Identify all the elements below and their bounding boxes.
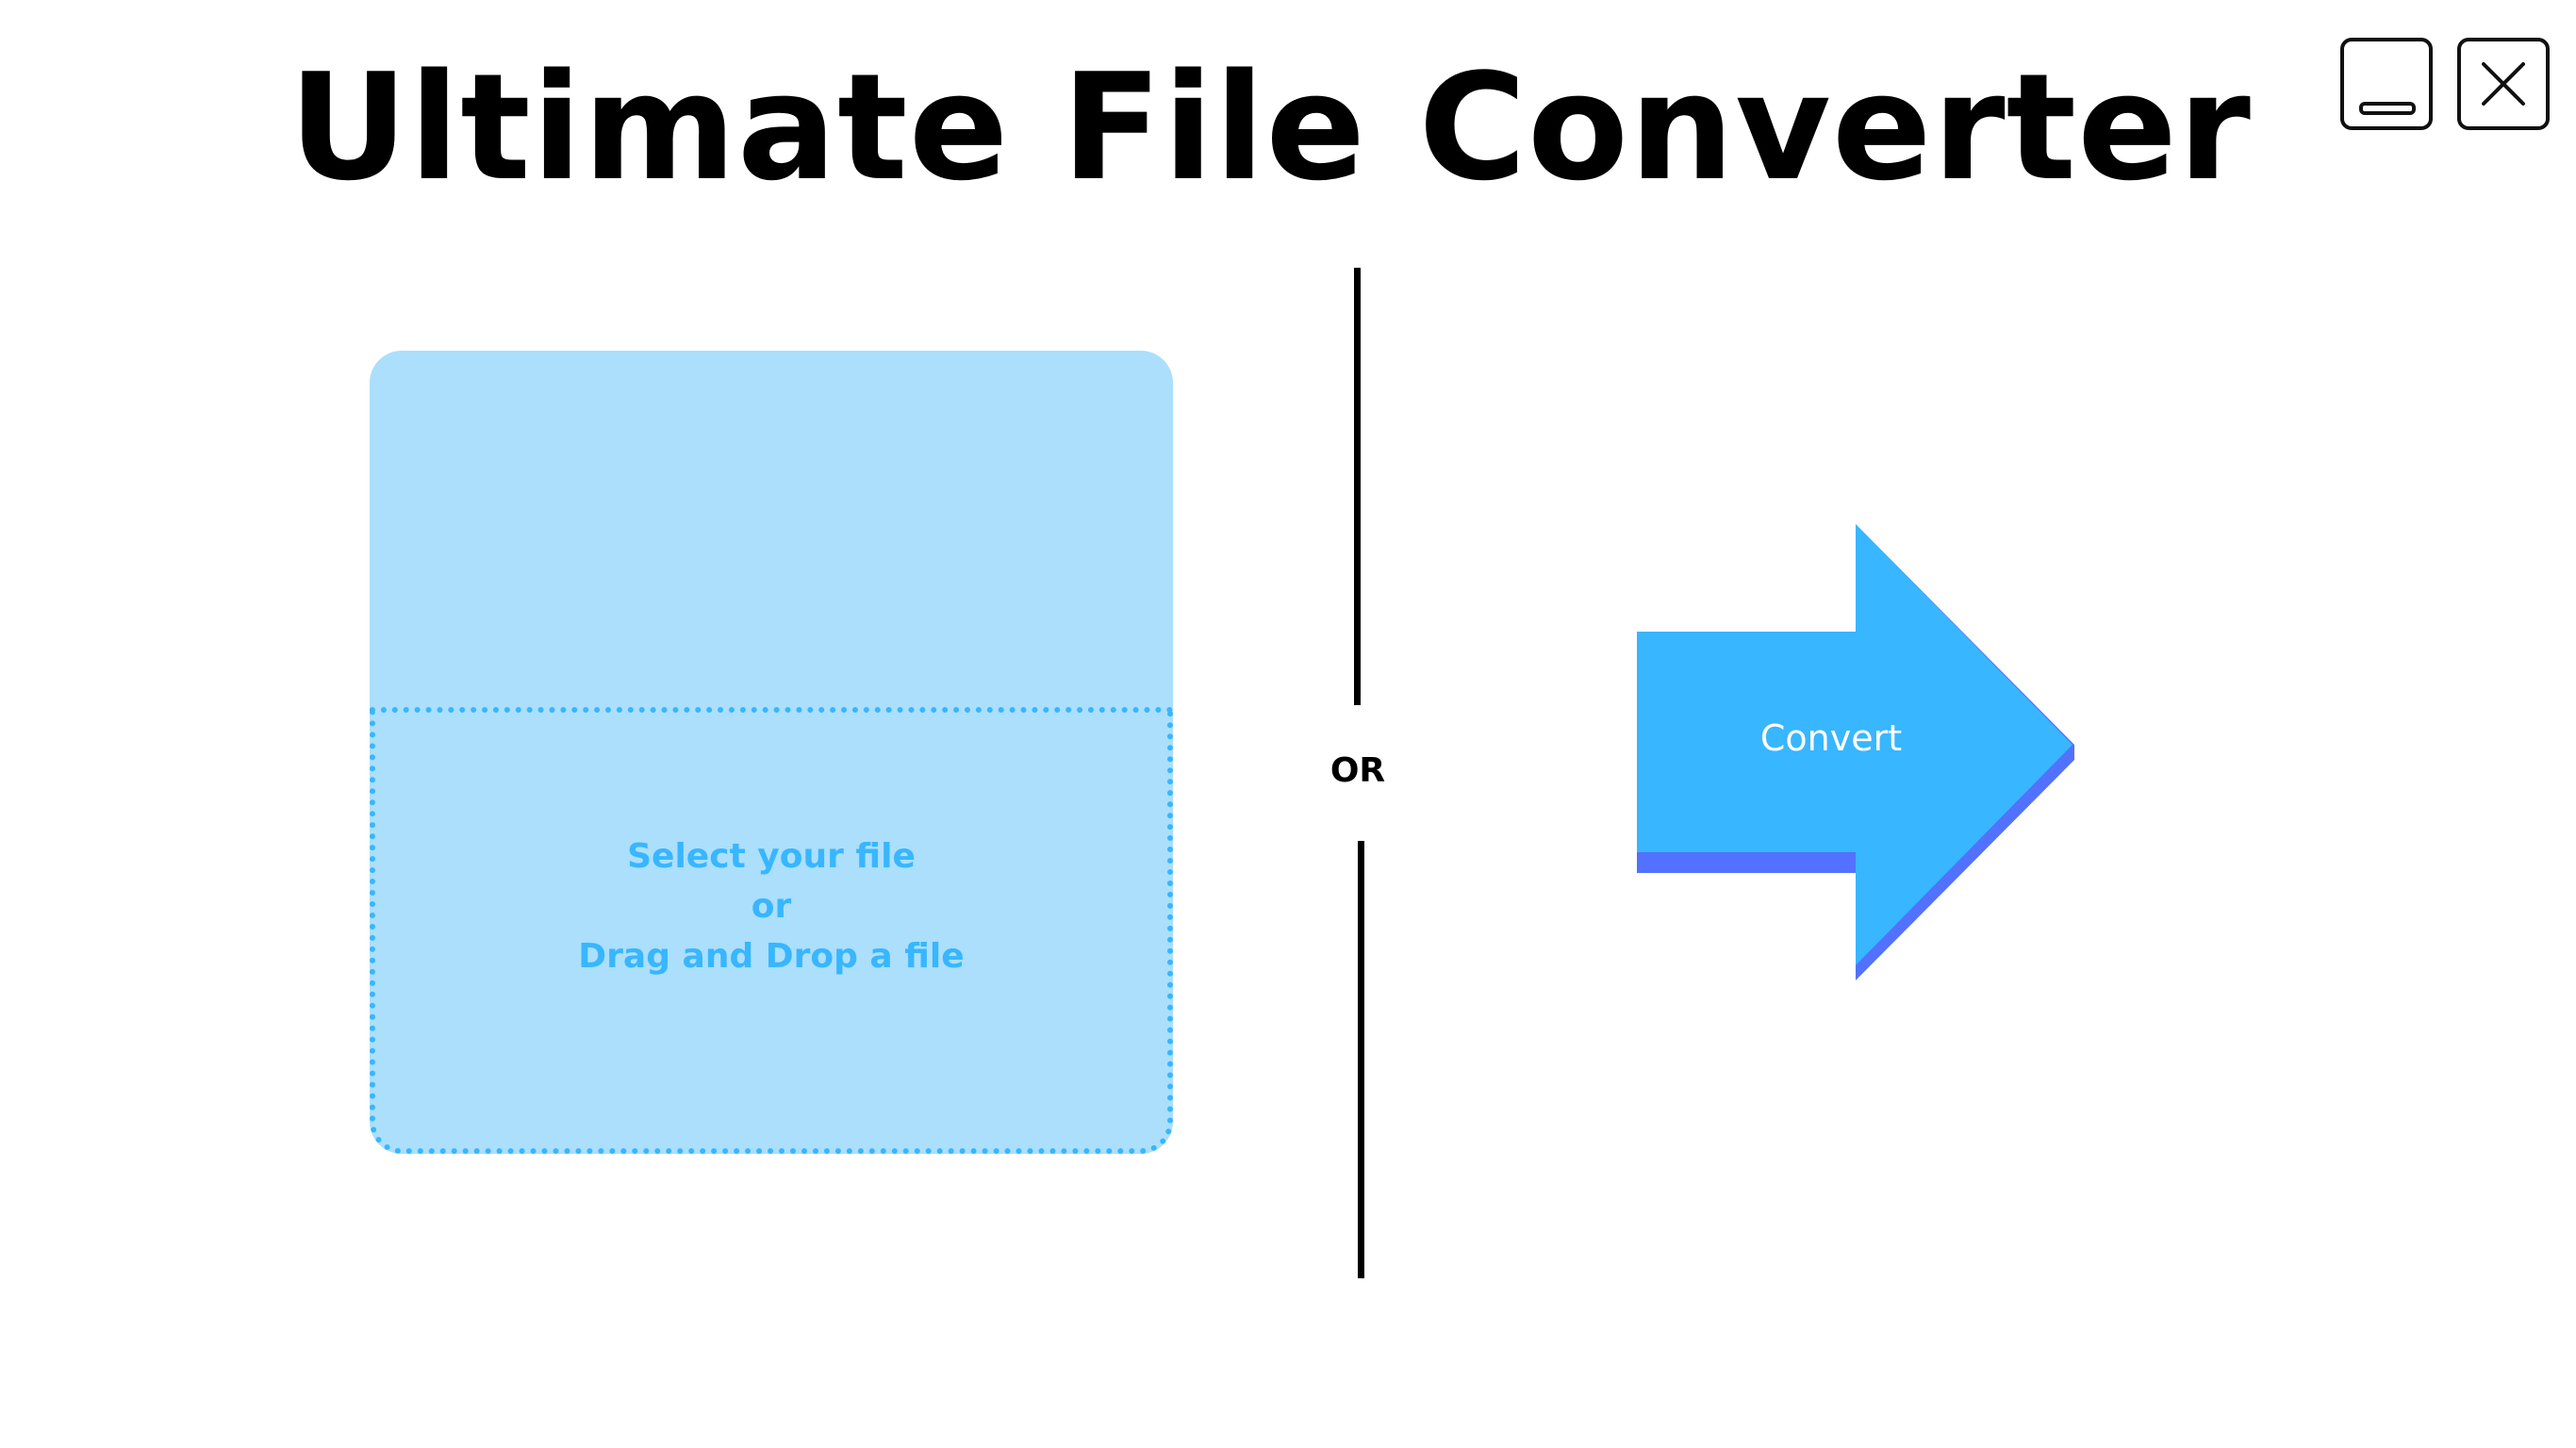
convert-button[interactable]: Convert: [1637, 524, 2074, 982]
file-dropzone[interactable]: Select your file or Drag and Drop a file: [370, 351, 1173, 1154]
close-button[interactable]: [2457, 38, 2550, 130]
minimize-button[interactable]: [2340, 38, 2433, 130]
drop-target-area[interactable]: [370, 707, 1173, 1154]
drag-drop-text: Drag and Drop a file: [578, 937, 965, 976]
close-icon: [2482, 62, 2525, 106]
or-separator-label: OR: [1329, 751, 1386, 790]
select-file-link[interactable]: Select your file: [627, 837, 916, 876]
convert-label: Convert: [1759, 717, 1903, 759]
dropzone-instructions: Select your file or Drag and Drop a file: [370, 831, 1173, 981]
dropzone-or-text: or: [751, 887, 792, 926]
page-title: Ultimate File Converter: [289, 41, 2252, 213]
divider-line-top: [1354, 268, 1361, 705]
arrow-right-icon: [1637, 524, 2074, 980]
divider-line-bottom: [1358, 841, 1364, 1278]
minimize-icon: [2359, 102, 2416, 115]
